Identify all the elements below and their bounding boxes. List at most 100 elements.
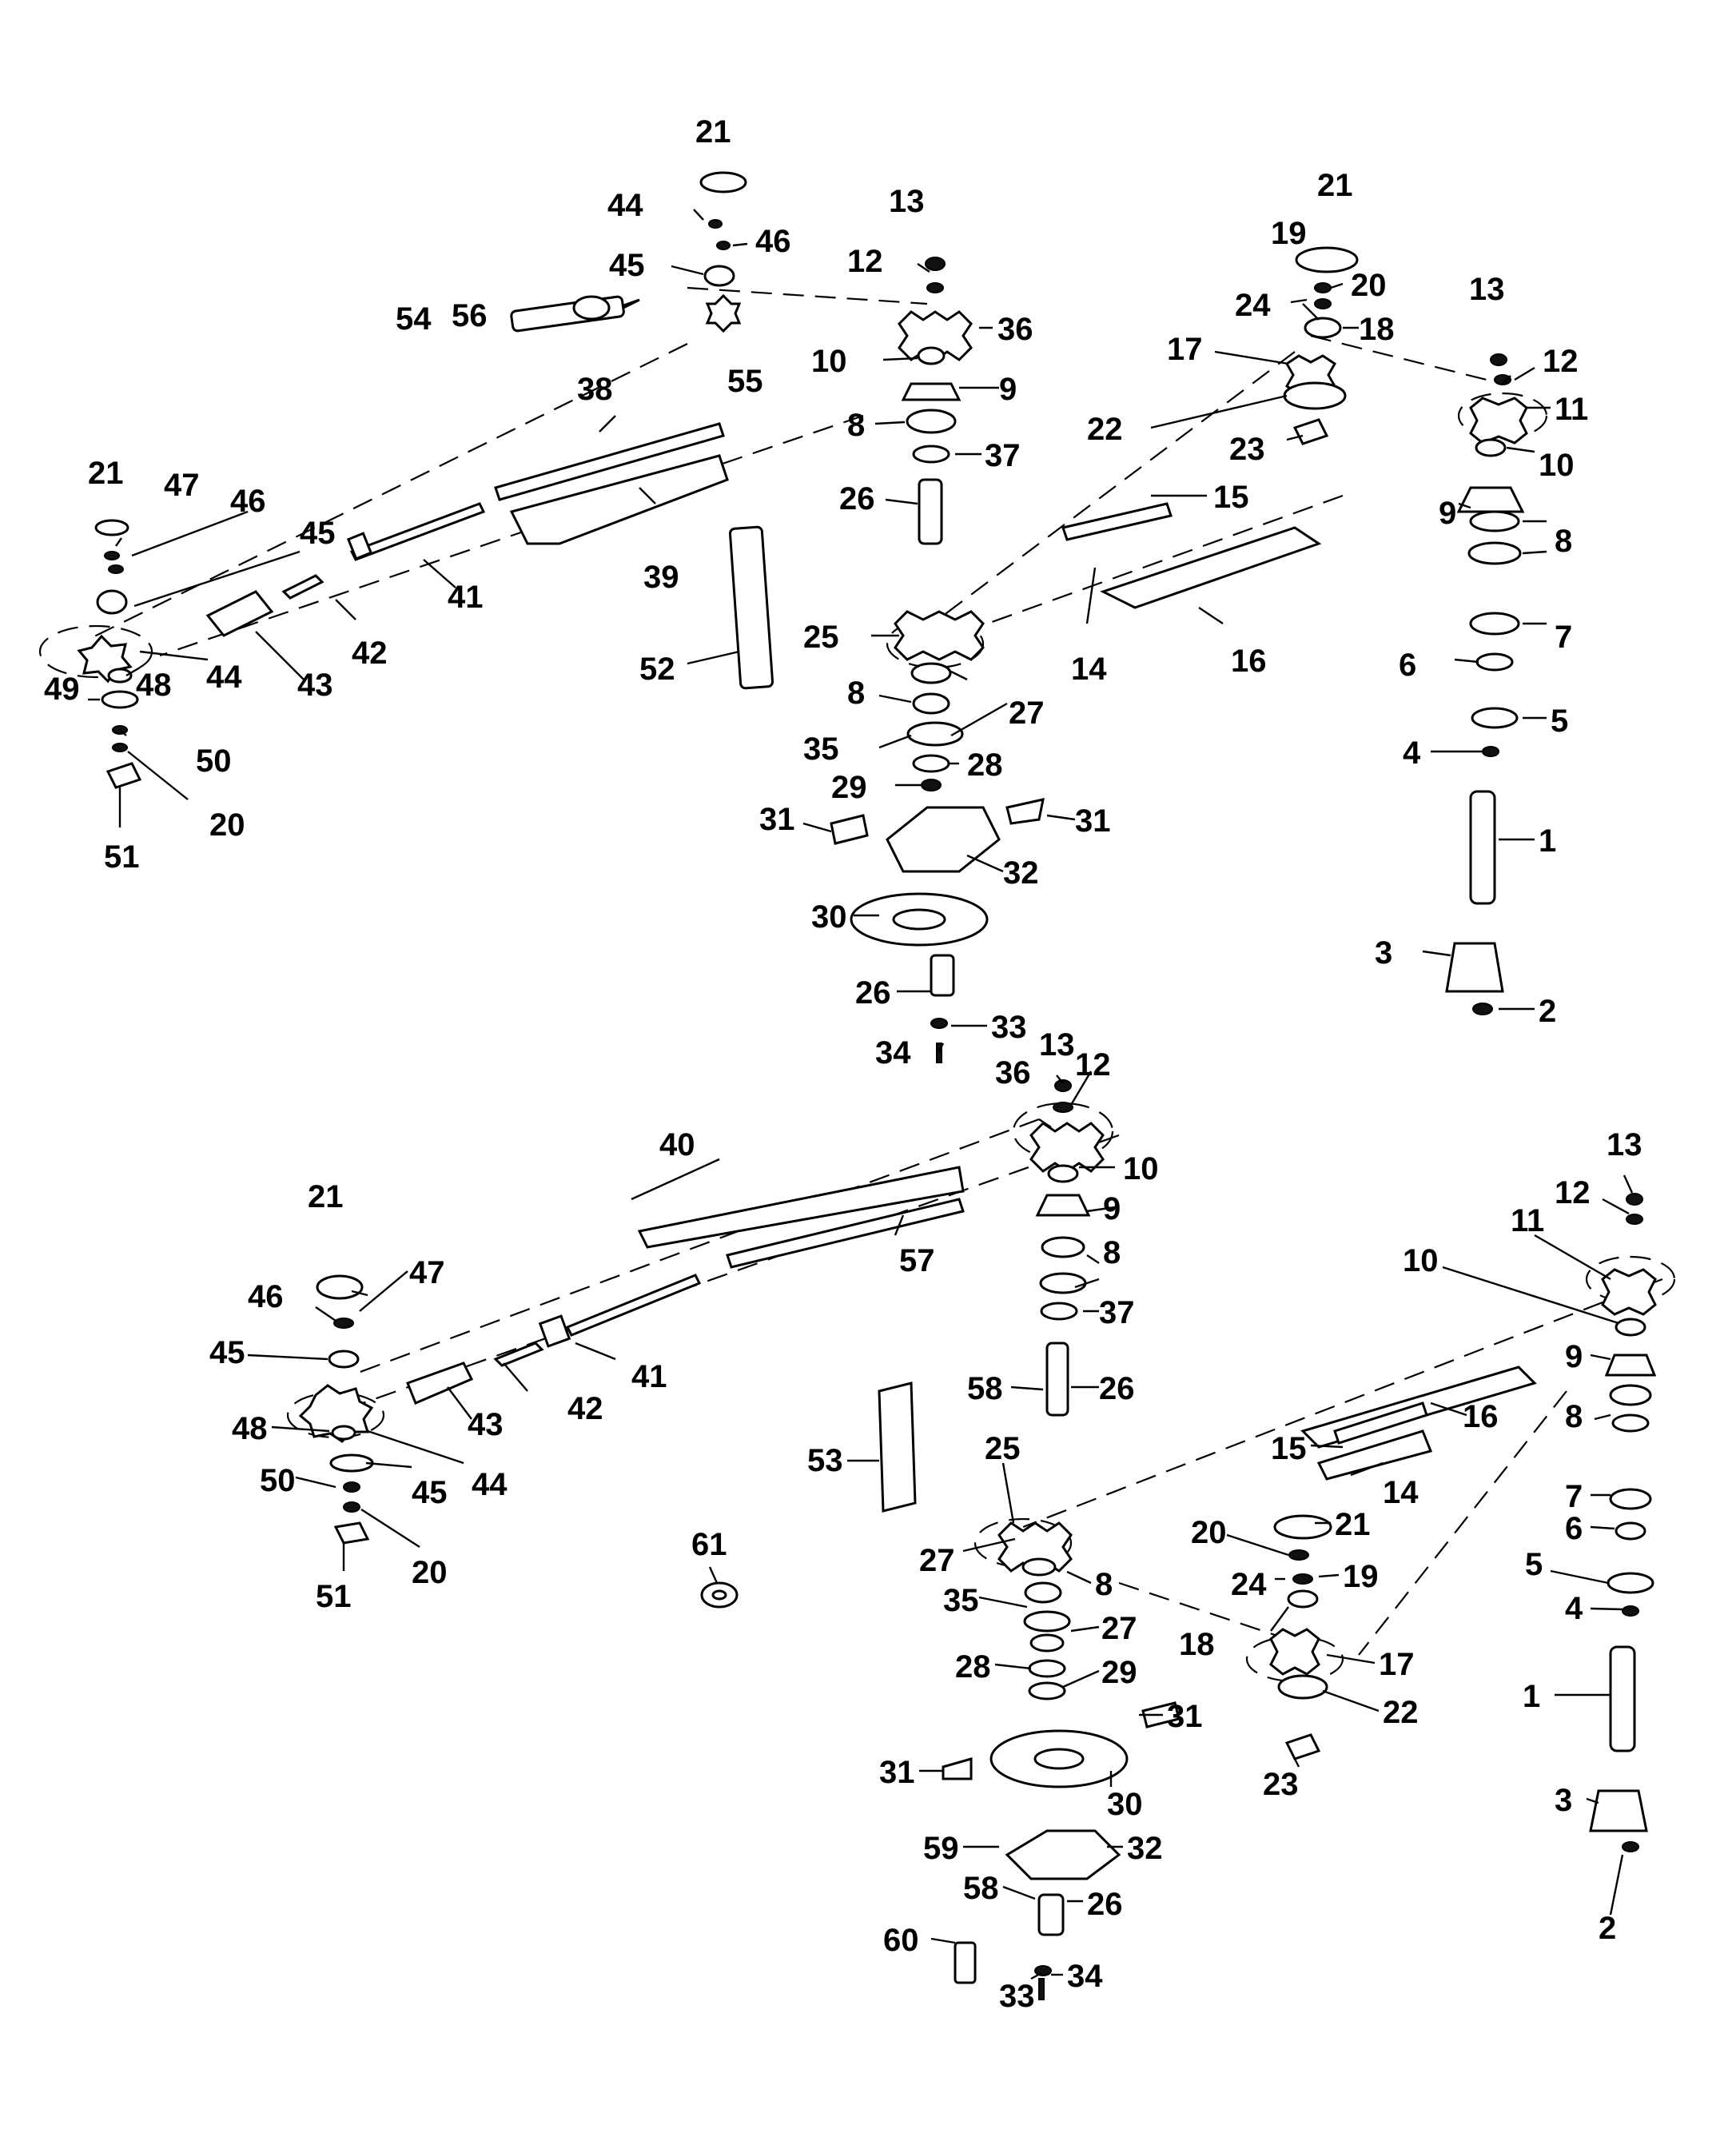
callout-46: 46 [248,1279,284,1314]
callout-labels: 21 44 46 45 13 12 36 54 56 55 10 9 8 37 … [44,114,1642,2014]
callout-26: 26 [1099,1371,1135,1406]
callout-16: 16 [1463,1399,1499,1434]
callout-18: 18 [1179,1627,1215,1662]
callout-33: 33 [999,1979,1035,2014]
callout-23: 23 [1263,1767,1299,1802]
callout-10: 10 [1403,1243,1439,1278]
callout-31: 31 [1167,1699,1203,1734]
callout-13: 13 [1469,272,1505,307]
callout-27: 27 [1009,696,1045,731]
callout-13: 13 [1039,1027,1075,1063]
callout-7: 7 [1555,620,1572,655]
callout-59: 59 [923,1831,959,1866]
callout-54: 54 [396,301,432,337]
callout-17: 17 [1167,332,1203,367]
callout-6: 6 [1565,1511,1583,1546]
callout-8: 8 [847,408,865,443]
callout-28: 28 [967,748,1003,783]
callout-26: 26 [855,975,891,1011]
parts-lower-right [1269,1193,1657,1852]
callout-19: 19 [1271,216,1307,251]
callout-56: 56 [452,298,488,333]
parts-upper-left [77,171,774,789]
callout-27: 27 [919,1543,955,1578]
callout-8: 8 [1555,524,1572,559]
callout-10: 10 [811,344,847,379]
callout-26: 26 [1087,1887,1123,1922]
callout-50: 50 [196,744,232,779]
callout-21: 21 [1317,168,1353,203]
callout-21: 21 [695,114,731,150]
parts-lower-left [298,1166,965,1609]
callout-46: 46 [230,484,266,519]
callout-21: 21 [1335,1507,1371,1542]
callout-38: 38 [577,372,613,407]
callout-21: 21 [88,456,124,491]
callout-42: 42 [567,1391,603,1426]
callout-27: 27 [1101,1611,1137,1646]
callout-40: 40 [659,1127,695,1162]
callout-3: 3 [1555,1783,1572,1818]
callout-45: 45 [609,248,645,283]
callout-9: 9 [1103,1191,1121,1226]
callout-16: 16 [1231,644,1267,679]
callout-44: 44 [206,660,242,695]
callout-10: 10 [1539,448,1575,483]
callout-47: 47 [164,468,200,503]
callout-20: 20 [209,807,245,843]
callout-11: 11 [1555,392,1588,427]
callout-15: 15 [1213,480,1249,515]
callout-57: 57 [899,1243,935,1278]
callout-45: 45 [412,1475,448,1510]
callout-25: 25 [803,620,839,655]
callout-48: 48 [136,668,172,703]
callout-43: 43 [468,1407,504,1442]
callout-4: 4 [1565,1591,1583,1626]
callout-41: 41 [631,1359,667,1394]
callout-12: 12 [1555,1175,1591,1210]
parts-lower-center [942,1079,1181,2000]
callout-20: 20 [1191,1515,1227,1550]
callout-61: 61 [691,1527,727,1562]
callout-13: 13 [1607,1127,1642,1162]
parts-upper-center [830,257,1045,1063]
callout-34: 34 [1067,1959,1103,1994]
callout-14: 14 [1383,1475,1419,1510]
callout-22: 22 [1383,1695,1419,1730]
callout-33: 33 [991,1010,1027,1045]
callout-44: 44 [472,1467,508,1502]
callout-24: 24 [1231,1567,1267,1602]
callout-42: 42 [352,636,388,671]
callout-37: 37 [985,438,1021,473]
callout-44: 44 [607,188,643,223]
callout-12: 12 [847,244,883,279]
callout-9: 9 [1565,1339,1583,1374]
callout-5: 5 [1551,704,1568,739]
callout-47: 47 [409,1255,445,1290]
callout-49: 49 [44,672,80,707]
callout-8: 8 [847,676,865,711]
callout-25: 25 [985,1431,1021,1466]
callout-14: 14 [1071,652,1107,687]
callout-55: 55 [727,364,763,399]
callout-6: 6 [1399,648,1416,683]
callout-11: 11 [1511,1203,1544,1238]
callout-24: 24 [1235,288,1271,323]
callout-39: 39 [643,560,679,595]
callout-35: 35 [803,732,839,767]
callout-48: 48 [232,1411,268,1446]
callout-60: 60 [883,1923,919,1958]
callout-2: 2 [1539,994,1556,1029]
callout-9: 9 [1439,496,1456,531]
callout-41: 41 [448,580,484,615]
callout-22: 22 [1087,412,1123,447]
callout-3: 3 [1375,935,1392,971]
callout-36: 36 [995,1055,1031,1090]
callout-8: 8 [1103,1235,1121,1270]
callout-45: 45 [209,1335,245,1370]
callout-37: 37 [1099,1295,1135,1330]
callout-4: 4 [1403,736,1421,771]
callout-1: 1 [1523,1679,1540,1714]
callout-28: 28 [955,1649,991,1685]
